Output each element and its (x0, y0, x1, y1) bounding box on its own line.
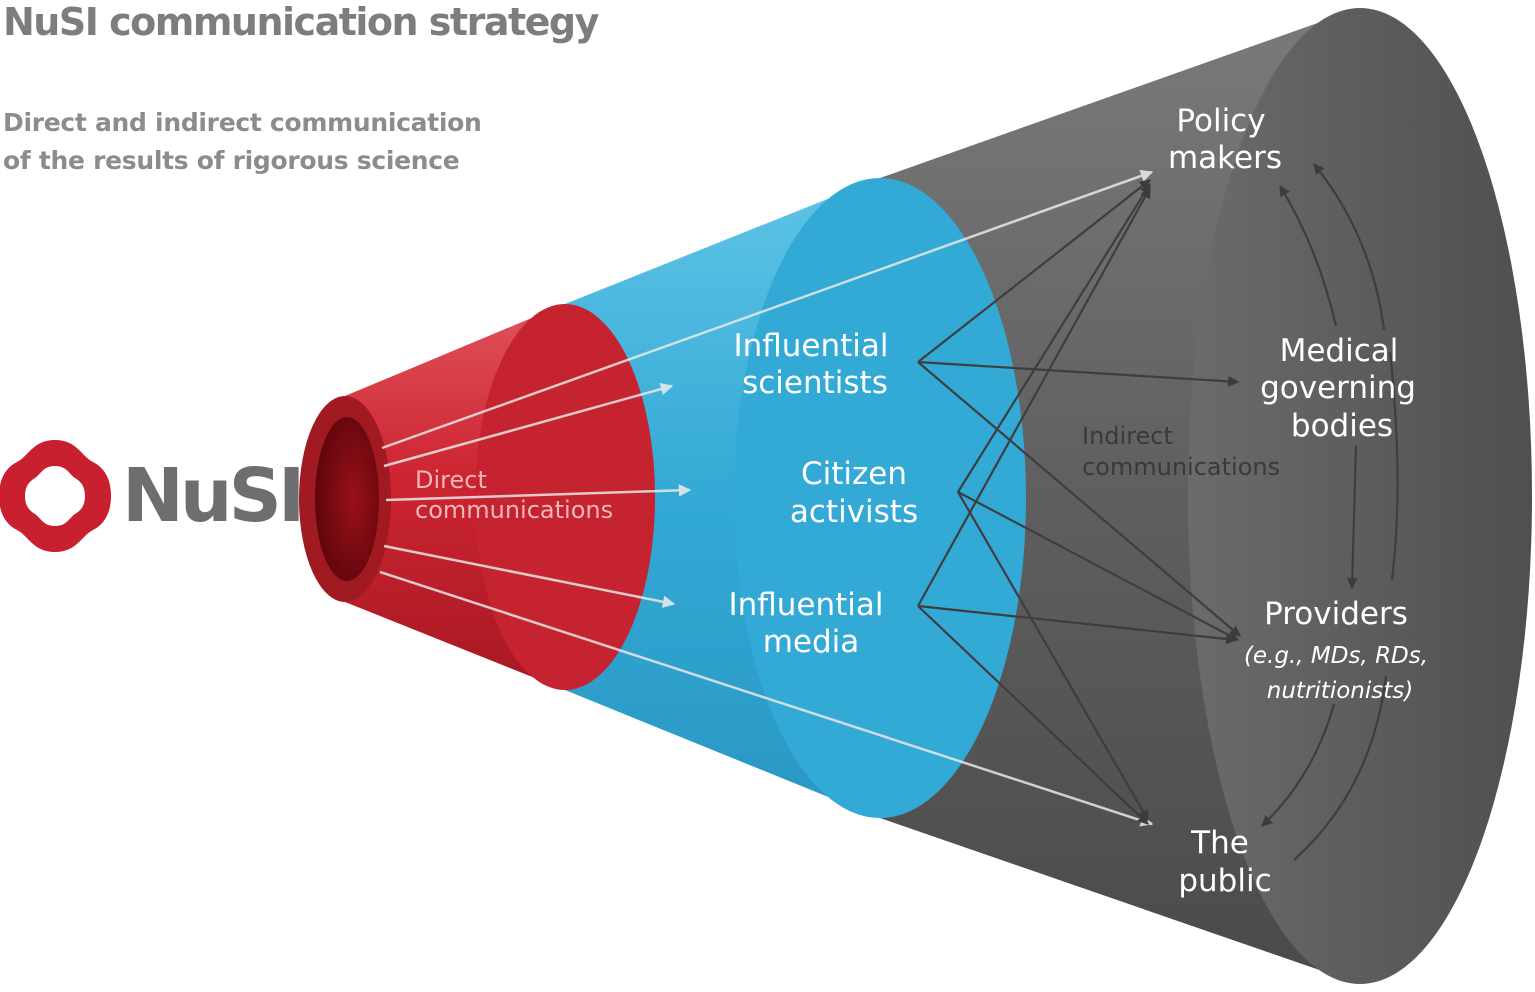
subtitle-line-1: Direct and indirect communication (3, 108, 482, 137)
nusi-ring-logo-icon (0, 440, 111, 552)
scientists-label-line-1: Influential (733, 328, 888, 364)
medical-label-line-2: governing (1260, 370, 1416, 406)
arrow-activists-to-policy (957, 183, 1151, 493)
arrow-outer-up-to-policy (1313, 163, 1386, 331)
arrow-direct-to-policy (381, 169, 1154, 450)
policy-label-line-1: Policy (1176, 103, 1265, 139)
providers-label-line-3: nutritionists) (1267, 678, 1413, 704)
page-subtitle: Direct and indirect communication of the… (3, 104, 482, 180)
arrow-media-to-public (917, 605, 1149, 825)
audience-cycle-arrows (1261, 163, 1399, 861)
arrow-providers-to-public (1261, 703, 1336, 827)
activists-label-line-1: Citizen (801, 456, 907, 492)
arrow-public-back-up (1293, 675, 1388, 861)
arrow-outer-loop (1388, 351, 1399, 581)
arrow-activists-to-providers (957, 491, 1239, 641)
subtitle-line-2: of the results of rigorous science (3, 146, 460, 175)
direct-communications-label: Direct communications (415, 466, 613, 524)
policy-label-line-2: makers (1168, 140, 1282, 176)
media-label-line-2: media (763, 624, 860, 660)
arrow-medical-to-policy (1279, 185, 1338, 327)
arrow-activists-to-public (957, 491, 1149, 821)
direct-label-line-1: Direct (415, 466, 487, 494)
arrow-scientists-to-policy (917, 179, 1151, 363)
arrow-scientists-to-providers (917, 361, 1241, 637)
page-title: NuSI communication strategy (3, 0, 599, 44)
arrow-direct-to-media (383, 544, 676, 608)
arrow-scientists-to-medical (917, 360, 1240, 387)
indirect-label-line-2: communications (1082, 453, 1280, 481)
logo-wordmark: NuSI (122, 453, 301, 539)
nusi-logo: NuSI (0, 440, 305, 552)
providers-label-line-2: (e.g., MDs, RDs, (1244, 643, 1428, 669)
audience-labels: Policy makers Medical governing bodies P… (1168, 103, 1428, 899)
scientists-label-line-2: scientists (742, 365, 888, 401)
arrow-media-to-policy (917, 187, 1151, 607)
gray-cone-section (880, 8, 1532, 984)
arrow-direct-to-activists (385, 484, 692, 502)
providers-label-line-1: Providers (1264, 596, 1408, 632)
public-label-line-1: The (1190, 825, 1249, 861)
media-label-line-1: Influential (728, 587, 883, 623)
direct-arrows (379, 169, 1154, 827)
intermediary-labels: Influential scientists Citizen activists… (728, 328, 918, 660)
medical-label-line-1: Medical (1280, 333, 1399, 369)
cone-mouth-opening (315, 417, 379, 581)
arrow-direct-to-public (379, 570, 1154, 827)
arrow-media-to-providers (917, 604, 1238, 645)
indirect-label-line-1: Indirect (1082, 422, 1173, 450)
indirect-arrows (917, 179, 1241, 825)
arrow-medical-to-providers (1346, 445, 1358, 590)
indirect-communications-label: Indirect communications (1082, 422, 1280, 481)
arrow-direct-to-scientists (383, 382, 674, 468)
direct-label-line-2: communications (415, 496, 613, 524)
medical-label-line-3: bodies (1291, 408, 1393, 444)
public-label-line-2: public (1178, 863, 1271, 899)
activists-label-line-2: activists (790, 494, 918, 530)
